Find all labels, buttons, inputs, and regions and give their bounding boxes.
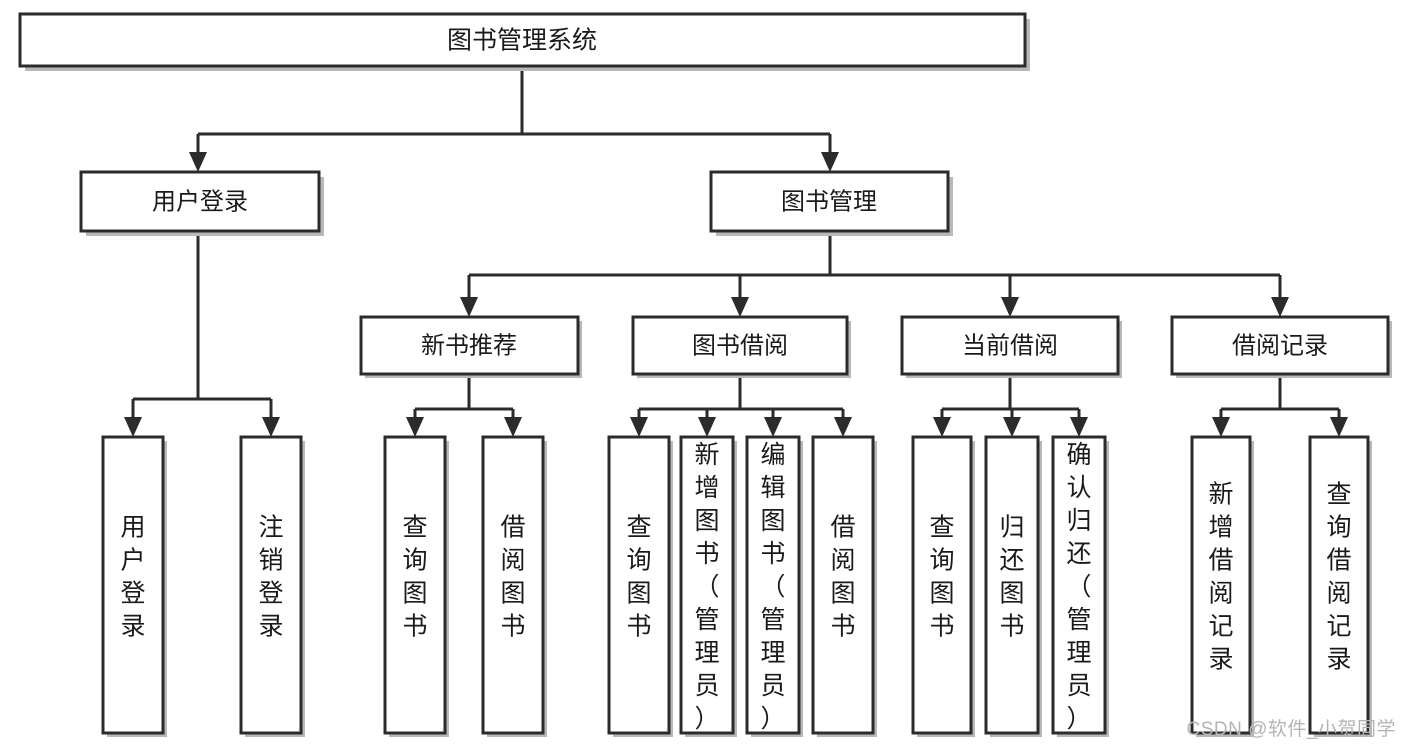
node-leaf-add-borrow-record[interactable]: 新增借阅记录	[1190, 435, 1254, 737]
leaf-borrow-book-2-label: 借阅图书	[830, 514, 855, 641]
arrow-to-leaf-add-borrow-record	[1212, 417, 1230, 437]
book-management-box	[709, 170, 950, 233]
node-leaf-edit-book-admin[interactable]: 编辑图书（管理员）	[745, 435, 803, 737]
leaf-user-login-box	[101, 435, 165, 735]
leaf-node-layer: 用户登录 注销登录 查询图书 借阅图书 查询图书 新增图书（管理员） 编辑图书（管理员） 借阅…	[101, 435, 1372, 737]
node-book-management[interactable]: 图书管理	[709, 170, 953, 236]
arrow-to-leaf-confirm-return-admin	[1070, 417, 1088, 437]
leaf-query-book-2-box	[607, 435, 671, 735]
borrow-record-label: 借阅记录	[1232, 332, 1328, 359]
leaf-query-borrow-record-box	[1308, 435, 1370, 735]
arrow-to-leaf-user-login	[124, 417, 142, 437]
node-leaf-confirm-return-admin[interactable]: 确认归还（管理员）	[1051, 435, 1109, 737]
new-book-recommend-box	[359, 315, 580, 376]
arrow-to-new-book-recommend	[460, 297, 478, 317]
user-login-box	[79, 170, 321, 233]
new-book-recommend-label: 新书推荐	[421, 332, 517, 359]
arrow-to-leaf-logout	[262, 417, 280, 437]
node-leaf-query-borrow-record[interactable]: 查询借阅记录	[1308, 435, 1372, 737]
leaf-edit-book-admin-label: 编辑图书（管理员）	[760, 441, 785, 733]
leaf-logout-label: 注销登录	[258, 514, 283, 641]
leaf-query-book-1-label: 查询图书	[402, 514, 427, 641]
connector-layer	[124, 66, 1348, 437]
leaf-logout-box	[239, 435, 303, 735]
root-label: 图书管理系统	[447, 27, 597, 55]
arrow-to-user-login	[189, 152, 207, 172]
node-leaf-user-login[interactable]: 用户登录	[101, 435, 167, 737]
node-leaf-borrow-book-2[interactable]: 借阅图书	[811, 435, 877, 737]
node-leaf-query-book-1[interactable]: 查询图书	[383, 435, 449, 737]
node-leaf-return-book[interactable]: 归还图书	[984, 435, 1042, 737]
arrow-to-leaf-add-book-admin	[698, 417, 716, 437]
arrow-to-book-borrow	[731, 297, 749, 317]
arrow-to-leaf-query-book-3	[933, 417, 951, 437]
arrow-to-leaf-query-book-2	[630, 417, 648, 437]
book-borrow-box	[631, 315, 849, 376]
leaf-add-borrow-record-label: 新增借阅记录	[1208, 481, 1233, 674]
arrow-to-leaf-query-book-1	[406, 417, 424, 437]
leaf-borrow-book-1-label: 借阅图书	[500, 514, 525, 641]
node-root[interactable]: 图书管理系统	[18, 12, 1030, 71]
arrow-to-borrow-record	[1271, 297, 1289, 317]
book-borrow-label: 图书借阅	[692, 332, 788, 359]
connector-root-to-level2	[196, 66, 832, 160]
node-leaf-query-book-3[interactable]: 查询图书	[911, 435, 975, 737]
node-leaf-borrow-book-1[interactable]: 借阅图书	[481, 435, 547, 737]
connector-new-book-recommend-to-leaves	[413, 374, 515, 425]
connector-book-management-to-level3	[467, 231, 1282, 305]
leaf-confirm-return-admin-label: 确认归还（管理员）	[1066, 441, 1091, 733]
arrow-to-leaf-return-book	[1003, 417, 1021, 437]
leaf-edit-book-admin-box	[745, 435, 801, 735]
arrow-to-current-borrow	[1001, 297, 1019, 317]
book-management-label: 图书管理	[781, 188, 877, 215]
node-current-borrow[interactable]: 当前借阅	[900, 315, 1122, 378]
connector-book-borrow-to-leaves	[637, 374, 845, 425]
node-leaf-query-book-2[interactable]: 查询图书	[607, 435, 673, 737]
leaf-add-borrow-record-box	[1190, 435, 1252, 735]
leaf-query-borrow-record-label: 查询借阅记录	[1326, 481, 1351, 674]
leaf-borrow-book-2-box	[811, 435, 875, 735]
leaf-query-book-3-box	[911, 435, 973, 735]
user-login-label: 用户登录	[152, 188, 248, 215]
arrow-to-book-management	[821, 152, 839, 172]
connector-user-login-to-leaves	[131, 231, 273, 425]
node-leaf-add-book-admin[interactable]: 新增图书（管理员）	[679, 435, 737, 737]
node-leaf-logout[interactable]: 注销登录	[239, 435, 305, 737]
leaf-borrow-book-1-box	[481, 435, 545, 735]
leaf-user-login-label: 用户登录	[120, 514, 145, 641]
node-new-book-recommend[interactable]: 新书推荐	[359, 315, 582, 378]
arrow-to-leaf-borrow-book-1	[504, 417, 522, 437]
leaf-return-book-label: 归还图书	[999, 514, 1024, 641]
arrow-to-leaf-borrow-book-2	[834, 417, 852, 437]
leaf-query-book-3-label: 查询图书	[929, 514, 954, 641]
leaf-confirm-return-admin-box	[1051, 435, 1107, 735]
node-book-borrow[interactable]: 图书借阅	[631, 315, 851, 378]
leaf-add-book-admin-label: 新增图书（管理员）	[694, 441, 719, 733]
current-borrow-label: 当前借阅	[962, 332, 1058, 359]
borrow-record-box	[1170, 315, 1390, 376]
node-user-login[interactable]: 用户登录	[79, 170, 324, 236]
arrow-to-leaf-edit-book-admin	[764, 417, 782, 437]
leaf-query-book-1-box	[383, 435, 447, 735]
arrow-to-leaf-query-borrow-record	[1330, 417, 1348, 437]
leaf-add-book-admin-box	[679, 435, 735, 735]
node-borrow-record[interactable]: 借阅记录	[1170, 315, 1392, 378]
leaf-query-book-2-label: 查询图书	[626, 514, 651, 641]
root-box	[18, 12, 1027, 68]
current-borrow-box	[900, 315, 1120, 376]
connector-borrow-record-to-leaves	[1219, 374, 1341, 425]
leaf-return-book-box	[984, 435, 1040, 735]
